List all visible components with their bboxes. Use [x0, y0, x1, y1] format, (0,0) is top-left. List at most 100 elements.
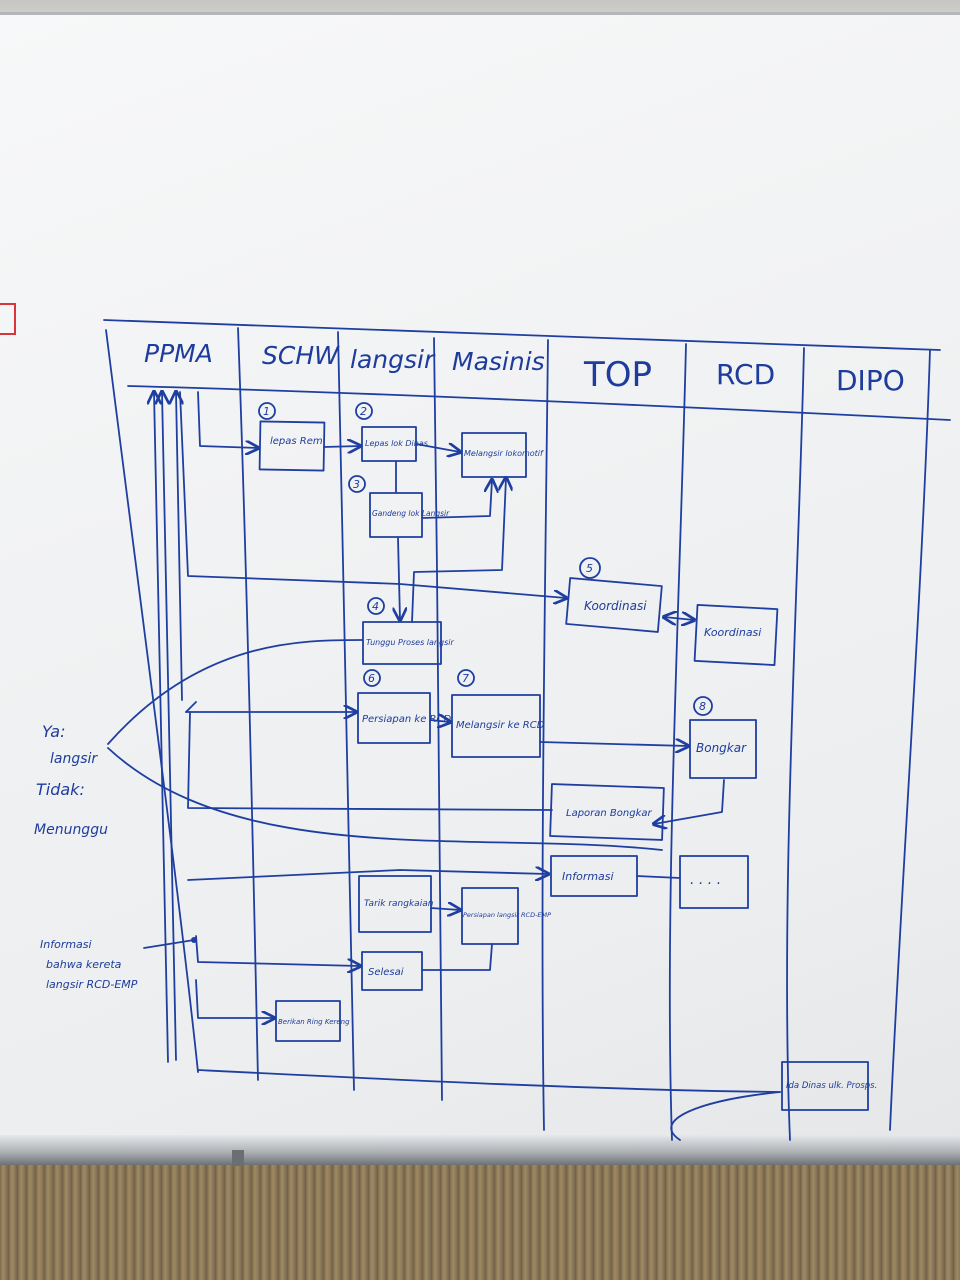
step-8-number: 8	[699, 700, 706, 713]
step-7: 7 Melangsir ke RCD	[451, 669, 545, 758]
note-ya: Ya:	[42, 722, 66, 741]
top-informasi-label: Informasi	[562, 870, 614, 883]
lane-line-left	[105, 329, 199, 1073]
curve-ya-to-step-4	[107, 639, 363, 745]
lane-header-rcd: RCD	[716, 358, 775, 391]
curve-tidak-to-rcd	[107, 747, 663, 851]
line-top-to-ppma	[187, 711, 553, 811]
step-6-label: Persiapan ke RCD	[362, 714, 451, 725]
dipo-box: Ida Dinas ulk. Prosps.	[781, 1061, 877, 1111]
step-6: 6 Persiapan ke RCD	[357, 669, 451, 744]
berikan-label: Berikan Ring Kereng	[278, 1018, 350, 1026]
lane-header-masinis: Masinis	[452, 347, 545, 376]
bottom-line-tail	[670, 1091, 781, 1141]
arrow-tarik-to-persiapan	[430, 908, 460, 910]
step-3-label: Gandeng lok Langsir	[372, 509, 450, 518]
berikan-box: Berikan Ring Kereng	[275, 1000, 350, 1042]
header-divider	[127, 385, 951, 421]
lane-header-ppma: PPMA	[144, 339, 213, 368]
whiteboard-tray	[0, 1135, 960, 1165]
line-note-to-ppma	[143, 939, 195, 949]
step-2-number: 2	[360, 405, 367, 418]
step-6-number: 6	[368, 672, 375, 685]
lane-headers: PPMA SCHW langsir Masinis TOP RCD DIPO	[144, 339, 905, 397]
persiapan-langsir-label: Persiapan langsir RCD-EMP	[463, 911, 551, 919]
step-2: 2 Lepas lok Dinas	[355, 402, 428, 462]
line-informasi-to-rcd	[636, 875, 681, 879]
step-8: 8 Bongkar	[689, 696, 757, 779]
red-marker-scribble	[0, 303, 16, 335]
step-2-label: Lepas lok Dinas	[365, 439, 428, 448]
lane-line-2	[337, 331, 355, 1091]
step-1: 1 lepas Rem	[258, 402, 326, 472]
lane-line-5	[668, 343, 687, 1141]
top-informasi-box: Informasi	[550, 855, 638, 897]
line-selesai-to-persiapan	[421, 943, 493, 971]
wall-panel	[0, 1165, 960, 1280]
lane-line-3	[433, 337, 443, 1101]
step-5-number: 5	[586, 562, 593, 575]
rcd-dots-label: . . . .	[690, 872, 721, 888]
tarik-label: Tarik rangkaian	[364, 899, 434, 909]
connectors	[107, 391, 725, 1063]
top-laporan-label: Laporan Bongkar	[566, 808, 653, 819]
lane-header-langsir: langsir	[350, 345, 436, 374]
arrow-step-5-to-rcd	[664, 617, 694, 620]
step-3-number: 3	[353, 478, 360, 491]
side-notes: Ya: langsir Tidak: Menunggu Informasi ba…	[34, 722, 138, 991]
ppma-vertical-1	[154, 392, 169, 1063]
top-border	[103, 319, 941, 351]
arrow-step-6-to-step-7	[429, 720, 450, 722]
lane-line-1	[237, 327, 259, 1081]
step-5: 5 Koordinasi	[565, 557, 663, 633]
step-7-label: Melangsir ke RCD	[456, 720, 545, 731]
bottom-line	[197, 1069, 781, 1093]
lane-header-dipo: DIPO	[836, 364, 905, 397]
step-3: 3 Gandeng lok Langsir	[348, 475, 450, 538]
arrow-ppma-to-selesai	[195, 935, 360, 966]
note-informasi-2: bahwa kereta	[46, 958, 122, 971]
arrow-step-4-to-masinis	[411, 478, 506, 623]
arrow-step-3-to-step-4	[398, 537, 400, 620]
selesai-box: Selesai	[361, 951, 423, 991]
step-1-number: 1	[263, 405, 270, 418]
junction-dot	[191, 937, 197, 943]
persiapan-langsir-box: Persiapan langsir RCD-EMP	[461, 887, 551, 945]
lane-line-6	[786, 347, 805, 1141]
lane-line-4	[541, 339, 549, 1131]
step-4-number: 4	[372, 600, 379, 613]
note-menunggu: Menunggu	[34, 822, 108, 838]
lane-header-schw: SCHW	[262, 341, 340, 370]
tray-magnet	[232, 1150, 244, 1166]
note-tidak: Tidak:	[36, 780, 85, 799]
step-4-label: Tunggu Proses langsir	[366, 638, 454, 647]
step-8-label: Bongkar	[696, 741, 747, 755]
step-7-number: 7	[462, 672, 469, 685]
arrow-step-2-to-masinis	[415, 444, 460, 452]
whiteboard	[0, 12, 960, 1165]
note-informasi-1: Informasi	[40, 938, 92, 951]
arrow-step-7-to-step-8	[539, 742, 688, 746]
arrow-ppma-head	[185, 701, 197, 713]
rcd-dots-box: . . . .	[679, 855, 749, 909]
arrow-step-1-to-step-2	[323, 446, 360, 447]
step-1-label: lepas Rem	[270, 436, 323, 447]
ppma-vertical-3	[176, 392, 182, 701]
step-5-label: Koordinasi	[584, 599, 647, 613]
lane-header-top: TOP	[583, 355, 652, 395]
rcd-koordinasi-box: Koordinasi	[693, 604, 779, 666]
tarik-box: Tarik rangkaian	[358, 875, 434, 933]
lane-line-right	[889, 349, 931, 1131]
arrow-step-8-to-top	[654, 779, 725, 824]
arrow-step-3-to-masinis	[421, 480, 492, 519]
dipo-label: Ida Dinas ulk. Prosps.	[786, 1081, 877, 1091]
step-4: 4 Tunggu Proses langsir	[362, 597, 454, 665]
arrow-ppma-to-step-1	[197, 391, 258, 448]
masinis-box-1-label: Melangsir lokomotif	[464, 449, 544, 458]
top-laporan-box: Laporan Bongkar	[549, 783, 665, 841]
note-informasi-3: langsir RCD-EMP	[46, 978, 138, 991]
selesai-label: Selesai	[368, 967, 404, 978]
ppma-vertical-2	[162, 392, 177, 1061]
rcd-koordinasi-label: Koordinasi	[704, 626, 761, 639]
